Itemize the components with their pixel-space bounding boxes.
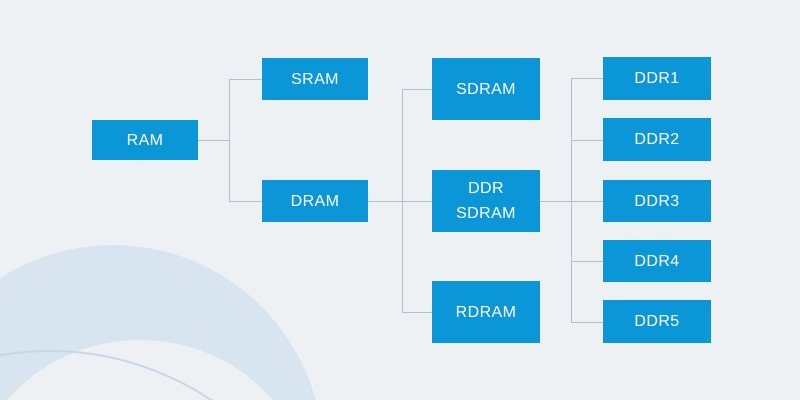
connector-ddrsdram-ddr5 [571, 322, 603, 323]
node-label: DDR SDRAM [456, 180, 516, 222]
node-ram: RAM [92, 120, 198, 160]
connector-ddrsdram-trunk [540, 201, 572, 202]
node-ddr-sdram: DDR SDRAM [432, 170, 540, 232]
node-sdram: SDRAM [432, 58, 540, 120]
node-label: DDR1 [634, 70, 680, 87]
node-label: DDR4 [634, 252, 680, 270]
node-label: DDR2 [634, 131, 680, 148]
connector-ram-trunk [198, 140, 229, 141]
connector-dram-trunk [368, 201, 402, 202]
node-label: DRAM [290, 192, 340, 210]
node-ddr5: DDR5 [603, 300, 711, 343]
node-label: RAM [126, 131, 164, 149]
connector-dram-rdram [402, 312, 432, 313]
node-ddr3: DDR3 [603, 180, 711, 222]
connector-ram-sram [229, 79, 262, 80]
connector-ddrsdram-ddr1 [571, 78, 603, 79]
connector-spine-ram [229, 79, 230, 202]
node-label: DDR3 [634, 192, 680, 210]
node-label: SRAM [291, 70, 339, 88]
connector-ddrsdram-ddr3 [571, 201, 603, 202]
connector-dram-sdram [402, 89, 432, 90]
connector-dram-ddrsdram [402, 201, 432, 202]
node-label: RDRAM [455, 303, 517, 321]
connector-ddrsdram-ddr2 [571, 140, 603, 141]
node-rdram: RDRAM [432, 281, 540, 343]
node-label: DDR5 [634, 313, 680, 330]
node-ddr1: DDR1 [603, 57, 711, 100]
node-label: SDRAM [456, 80, 516, 98]
node-ddr2: DDR2 [603, 118, 711, 161]
node-ddr4: DDR4 [603, 240, 711, 282]
connector-spine-ddrsdram [571, 78, 572, 323]
node-sram: SRAM [262, 58, 368, 100]
connector-ram-dram [229, 201, 262, 202]
connector-ddrsdram-ddr4 [571, 261, 603, 262]
node-dram: DRAM [262, 180, 368, 222]
